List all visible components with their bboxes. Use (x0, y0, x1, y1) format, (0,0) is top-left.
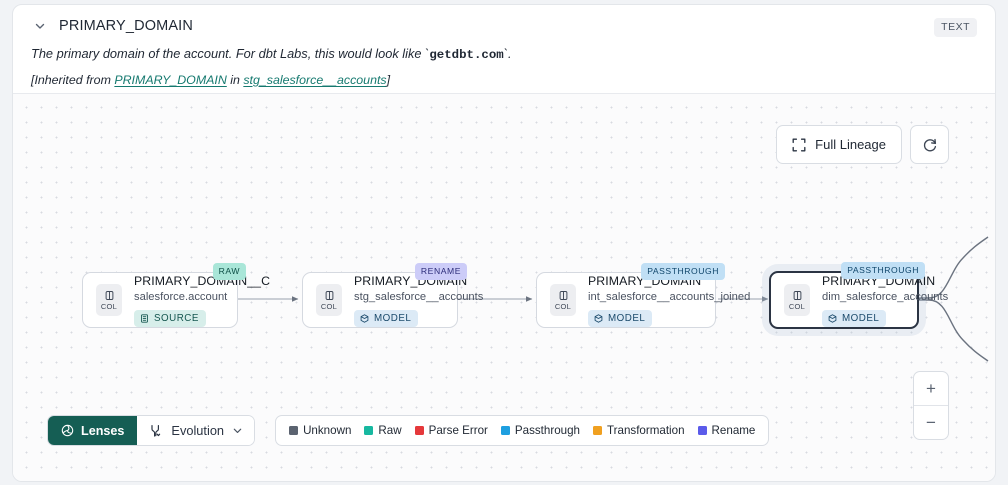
column-description: The primary domain of the account. For d… (31, 44, 977, 65)
legend-item: Raw (364, 424, 402, 437)
node-asset-label: MODEL (608, 312, 646, 324)
lineage-node-selected[interactable]: PASSTHROUGH COL PRIMARY_DOMAIN dim_sales… (769, 262, 948, 329)
column-chip: COL (550, 284, 576, 316)
lenses-button[interactable]: Lenses (48, 416, 138, 445)
legend-swatch (500, 426, 510, 435)
evolution-icon (149, 424, 163, 438)
node-table-name: int_salesforce__accounts_joined (588, 290, 751, 303)
cube-icon (360, 313, 369, 323)
node-table-name: stg_salesforce__accounts (354, 290, 484, 303)
description-code: getdbt.com (429, 48, 504, 62)
column-chip: COL (784, 284, 810, 316)
zoom-out-button[interactable]: − (926, 413, 936, 432)
zoom-in-button[interactable]: + (926, 379, 936, 398)
legend-label: Parse Error (428, 424, 488, 437)
description-text-pre: The primary domain of the account. For d… (31, 46, 430, 61)
canvas-bottom-bar: Lenses Evolution (47, 415, 770, 446)
inherited-from-note: [Inherited from PRIMARY_DOMAIN in stg_sa… (31, 71, 977, 90)
node-kind-badge: PASSTHROUGH (641, 263, 725, 280)
canvas-top-controls: Full Lineage (776, 125, 949, 164)
refresh-button[interactable] (910, 125, 949, 164)
full-lineage-label: Full Lineage (815, 137, 886, 152)
full-lineage-button[interactable]: Full Lineage (776, 125, 902, 164)
inherited-suffix: ] (386, 72, 391, 87)
column-chip: COL (316, 284, 342, 316)
expand-icon (792, 138, 806, 152)
legend-item: Parse Error (414, 424, 488, 437)
legend-swatch (414, 426, 424, 435)
node-table-name: dim_salesforce_accounts (822, 290, 949, 303)
node-asset-badge: MODEL (588, 309, 653, 327)
column-chip-label: COL (100, 301, 118, 311)
lineage-edges (237, 236, 989, 362)
zoom-controls: + − (913, 371, 949, 440)
column-icon (324, 290, 335, 301)
lineage-canvas[interactable]: Full Lineage RAW (13, 93, 995, 481)
page-title: PRIMARY_DOMAIN (59, 18, 193, 34)
legend-swatch (697, 426, 707, 435)
node-kind-badge: PASSTHROUGH (841, 262, 925, 279)
cube-icon (828, 313, 837, 323)
column-icon (104, 290, 115, 301)
legend-swatch (593, 426, 602, 435)
column-chip-label: COL (320, 301, 338, 311)
inherited-prefix: [Inherited from (31, 72, 115, 87)
node-table-name: salesforce.account (134, 290, 228, 303)
column-detail-card: PRIMARY_DOMAIN TEXT The primary domain o… (12, 4, 996, 482)
legend-label: Unknown (303, 424, 352, 437)
node-column-name: PRIMARY_DOMAIN__C (134, 273, 271, 288)
cube-icon (594, 313, 603, 323)
lineage-node[interactable]: RAW COL PRIMARY_DOMAIN__C salesforce.acc… (82, 263, 270, 328)
legend-swatch (289, 426, 299, 435)
inherited-mid: in (226, 72, 244, 87)
zoom-divider (914, 405, 948, 406)
node-asset-label: MODEL (374, 312, 412, 324)
node-kind-badge: RAW (212, 263, 246, 280)
inherited-column-link[interactable]: PRIMARY_DOMAIN (114, 72, 227, 87)
lineage-legend: Unknown Raw Parse Error Passthrough (275, 415, 770, 446)
column-chip-label: COL (788, 301, 806, 311)
column-chip: COL (96, 284, 122, 316)
legend-item: Passthrough (500, 424, 580, 437)
chevron-down-icon[interactable] (31, 17, 49, 35)
legend-swatch (364, 426, 374, 435)
column-icon (792, 290, 803, 301)
legend-label: Raw (378, 424, 402, 437)
lineage-node[interactable]: RENAME COL PRIMARY_DOMAIN stg_salesforce… (302, 263, 483, 328)
legend-label: Passthrough (514, 424, 580, 437)
lenses-label: Lenses (81, 423, 125, 438)
node-asset-badge: MODEL (822, 309, 887, 327)
column-chip-label: COL (554, 301, 572, 311)
legend-label: Transformation (607, 424, 685, 437)
database-icon (140, 313, 149, 323)
column-icon (558, 290, 569, 301)
node-asset-label: SOURCE (154, 312, 199, 324)
inherited-model-link[interactable]: stg_salesforce__accounts (243, 72, 387, 87)
evolution-label: Evolution (171, 423, 225, 438)
description-text-post: `. (503, 46, 512, 61)
aperture-icon (61, 424, 74, 437)
legend-label: Rename (711, 424, 756, 437)
column-type-badge: TEXT (934, 18, 977, 37)
card-header: PRIMARY_DOMAIN TEXT The primary domain o… (13, 5, 995, 99)
node-asset-label: MODEL (842, 312, 880, 324)
node-asset-badge: MODEL (354, 309, 419, 327)
chevron-down-icon (232, 425, 243, 436)
lenses-segmented-control: Lenses Evolution (47, 415, 256, 446)
refresh-icon (922, 137, 938, 153)
legend-item: Transformation (593, 424, 685, 437)
legend-item: Rename (697, 424, 756, 437)
node-kind-badge: RENAME (414, 263, 467, 280)
node-asset-badge: SOURCE (134, 309, 206, 327)
legend-item: Unknown (289, 424, 351, 437)
lineage-node[interactable]: PASSTHROUGH COL PRIMARY_DOMAIN int_sales… (536, 263, 750, 328)
evolution-dropdown[interactable]: Evolution (137, 416, 255, 445)
